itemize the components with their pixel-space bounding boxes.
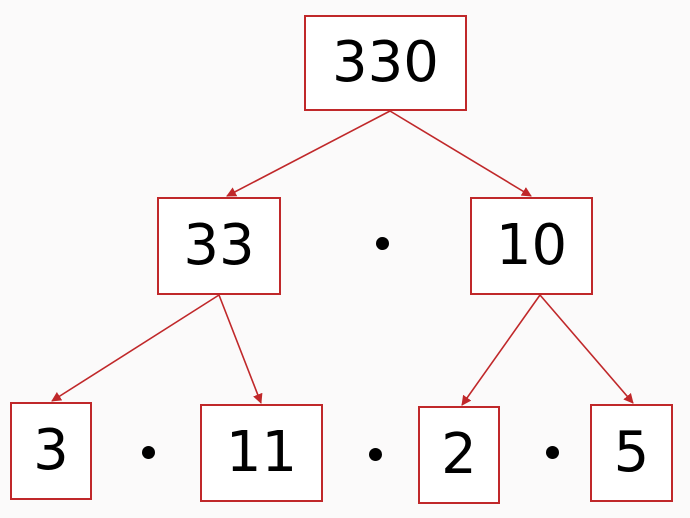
multiplication-dot-3-11 [142,446,155,459]
edge-33-to-11 [218,294,263,404]
node-11-label: 11 [225,420,298,485]
edge-10-to-5 [539,294,634,404]
node-3-label: 3 [33,418,69,483]
node-33-box: 33 [157,197,281,295]
node-330-label: 330 [332,30,439,95]
node-2-box: 2 [418,406,500,504]
node-5-label: 5 [613,420,650,485]
node-11-box: 11 [200,404,323,502]
edge-330-to-33 [226,110,391,197]
node-330-box: 330 [304,15,467,111]
edge-330-to-10 [389,110,532,197]
node-5-box: 5 [590,404,673,502]
edge-33-to-3 [51,294,220,402]
edge-10-to-2 [461,294,541,406]
node-2-label: 2 [441,422,477,487]
node-33-label: 33 [183,213,255,278]
node-10-label: 10 [495,213,568,278]
node-10-box: 10 [470,197,593,295]
node-3-box: 3 [10,402,92,500]
multiplication-dot-33-10 [376,237,389,250]
multiplication-dot-11-2 [369,448,382,461]
multiplication-dot-2-5 [546,446,559,459]
